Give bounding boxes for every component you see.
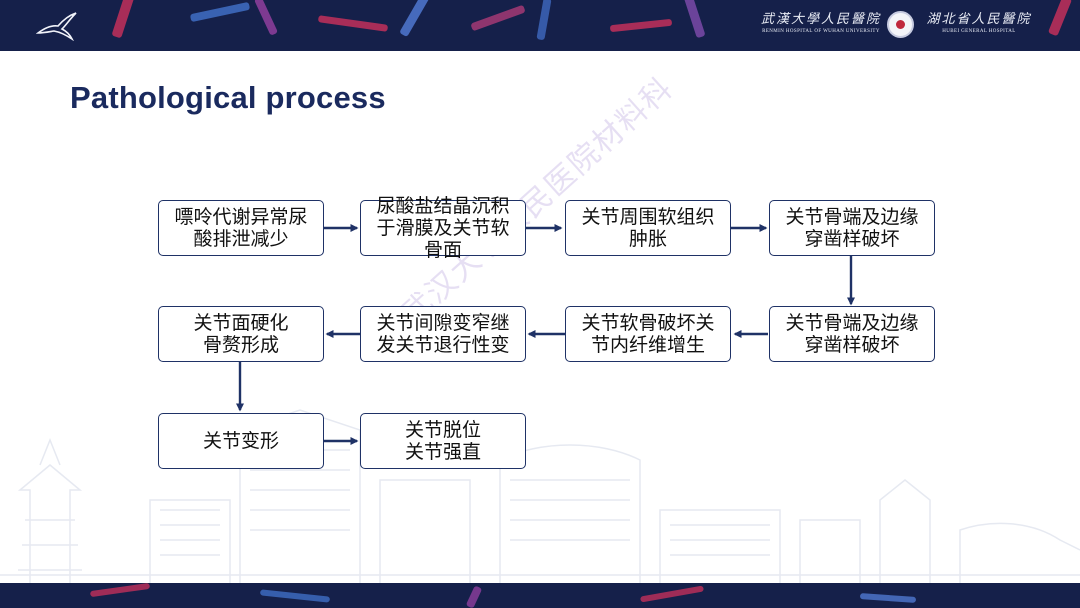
node-line: 关节间隙变窄继 [376, 312, 510, 334]
hospital-name-renmin: 武漢大學人民醫院 RENMIN HOSPITAL OF WUHAN UNIVER… [758, 12, 884, 36]
flow-node-cartilage-destruction: 关节软骨破坏关节内纤维增生 [565, 306, 731, 362]
hospital-name-hubei: 湖北省人民醫院 HUBEI GENERAL HOSPITAL [920, 12, 1038, 36]
hospital-name-en: HUBEI GENERAL HOSPITAL [942, 29, 1016, 34]
hospital-name-cn: 武漢大學人民醫院 [760, 12, 881, 27]
node-line: 肿胀 [628, 228, 667, 250]
node-line: 酸排泄减少 [193, 228, 289, 250]
top-banner: 武漢大學人民醫院 RENMIN HOSPITAL OF WUHAN UNIVER… [0, 0, 1080, 51]
node-line: 关节周围软组织 [581, 206, 715, 228]
page-title: Pathological process [70, 80, 386, 115]
node-line: 关节骨端及边缘 [785, 206, 919, 228]
node-line: 关节骨端及边缘 [785, 312, 919, 334]
bottom-banner [0, 583, 1080, 608]
node-line: 于滑膜及关节软 [376, 217, 510, 239]
flow-node-urate-deposition: 尿酸盐结晶沉积于滑膜及关节软骨面 [360, 195, 526, 261]
flow-node-purine-metabolism: 嘌呤代谢异常尿酸排泄减少 [158, 200, 324, 256]
hospital-seal-icon [887, 11, 914, 38]
hospital-name-cn: 湖北省人民醫院 [926, 12, 1032, 27]
node-line: 穿凿样破坏 [804, 334, 900, 356]
flow-node-dislocation-ankylosis: 关节脱位关节强直 [360, 413, 526, 469]
flow-node-punched-out-erosion-2: 关节骨端及边缘穿凿样破坏 [769, 306, 935, 362]
flow-node-sclerosis-osteophyte: 关节面硬化骨赘形成 [158, 306, 324, 362]
node-line: 发关节退行性变 [376, 334, 510, 356]
flow-node-joint-deformity: 关节变形 [158, 413, 324, 469]
node-line: 节内纤维增生 [590, 334, 705, 356]
node-line: 关节变形 [202, 430, 279, 452]
node-line: 关节软骨破坏关 [581, 312, 715, 334]
crane-bird-icon [36, 12, 77, 41]
node-line: 关节面硬化 [193, 312, 289, 334]
node-line: 关节强直 [404, 441, 481, 463]
node-line: 穿凿样破坏 [804, 228, 900, 250]
node-line: 关节脱位 [404, 419, 481, 441]
flow-node-punched-out-erosion-1: 关节骨端及边缘穿凿样破坏 [769, 200, 935, 256]
city-skyline-background [0, 409, 1080, 583]
node-line: 嘌呤代谢异常尿 [174, 206, 308, 228]
flow-node-soft-tissue-swelling: 关节周围软组织肿胀 [565, 200, 731, 256]
hospital-name-en: RENMIN HOSPITAL OF WUHAN UNIVERSITY [762, 29, 880, 34]
node-line: 尿酸盐结晶沉积 [376, 195, 510, 217]
flow-node-joint-space-narrowing: 关节间隙变窄继发关节退行性变 [360, 306, 526, 362]
node-line: 骨面 [423, 239, 462, 261]
node-line: 骨赘形成 [202, 334, 279, 356]
